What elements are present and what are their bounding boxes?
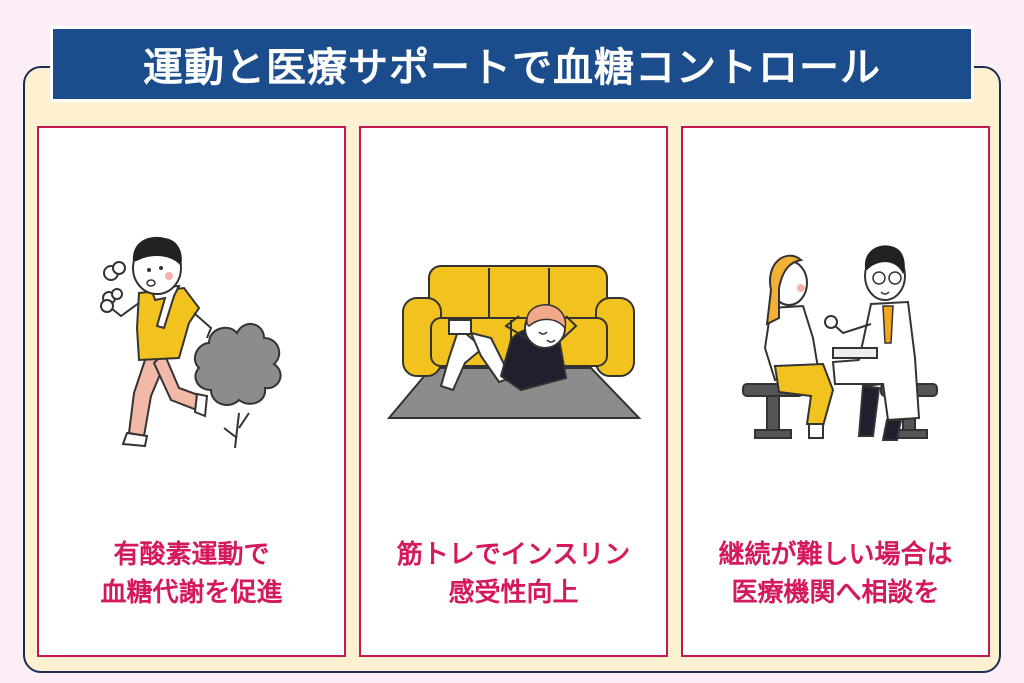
running-man-illustration: [100, 236, 282, 449]
situp-on-sofa-illustration: [386, 265, 642, 419]
page-title: 運動と医療サポートで血糖コントロール: [143, 45, 881, 91]
card-medical-consultation: 継続が難しい場合は 医療機関へ相談を: [681, 126, 990, 657]
caption-line-1: 有酸素運動で: [113, 540, 270, 570]
caption-line-2: 感受性向上: [448, 578, 579, 608]
caption-line-1: 継続が難しい場合は: [718, 540, 953, 570]
card-strength-training: 筋トレでインスリン 感受性向上: [359, 126, 668, 657]
caption-line-2: 医療機関へ相談を: [731, 578, 940, 608]
card-caption: 有酸素運動で 血糖代謝を促進: [39, 536, 344, 612]
card-caption: 継続が難しい場合は 医療機関へ相談を: [683, 536, 988, 612]
title-banner: 運動と医療サポートで血糖コントロール: [50, 26, 974, 102]
card-caption: 筋トレでインスリン 感受性向上: [361, 536, 666, 612]
caption-line-1: 筋トレでインスリン: [396, 540, 631, 570]
doctor-consultation-illustration: [742, 245, 938, 441]
caption-line-2: 血糖代謝を促進: [100, 578, 283, 608]
card-aerobic-exercise: 有酸素運動で 血糖代謝を促進: [37, 126, 346, 657]
